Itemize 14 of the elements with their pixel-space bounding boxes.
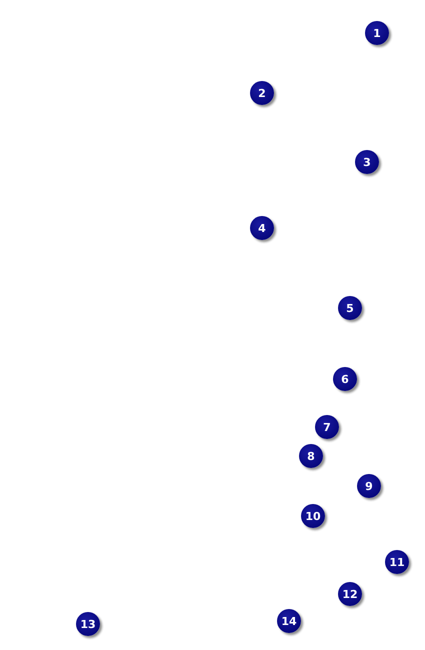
callout-number: 6 [333,367,357,391]
callout-number: 13 [76,612,100,636]
callout-number: 2 [250,81,274,105]
callout-number: 3 [355,150,379,174]
callout-number: 12 [338,582,362,606]
callout-number: 7 [315,415,339,439]
callout-number: 9 [357,474,381,498]
callout-number: 5 [338,296,362,320]
callout-number: 11 [385,550,409,574]
callout-number: 4 [250,216,274,240]
callout-number: 1 [365,21,389,45]
callout-number: 8 [299,444,323,468]
callout-number: 10 [301,504,325,528]
callout-number: 14 [277,609,301,633]
